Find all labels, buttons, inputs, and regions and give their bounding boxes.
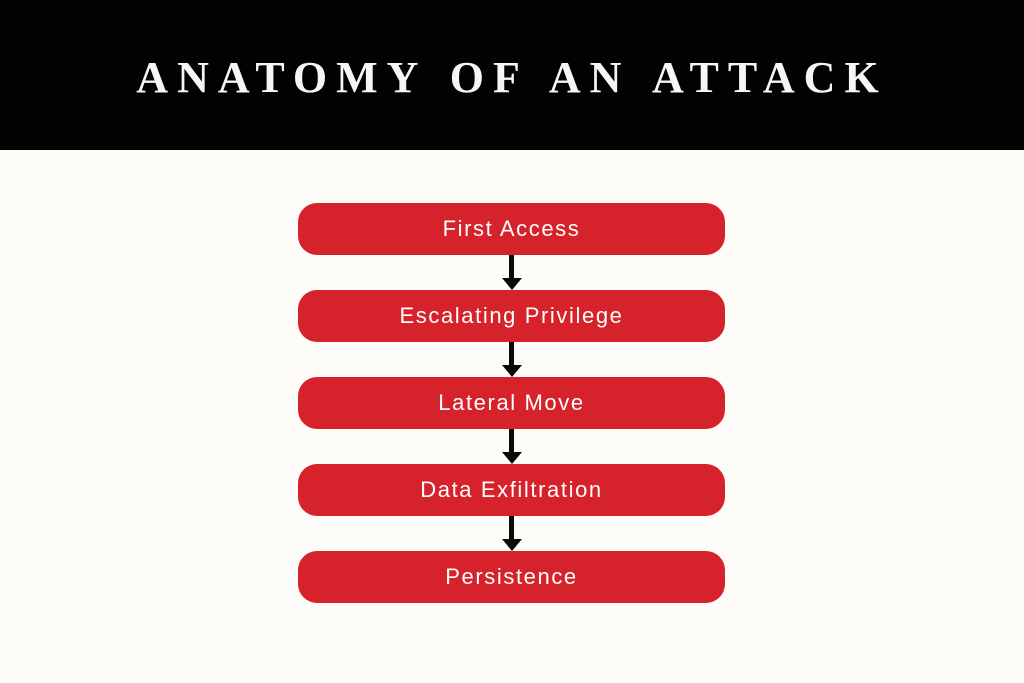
arrow-stem xyxy=(509,429,514,452)
flow-step-label: Data Exfiltration xyxy=(420,477,603,502)
down-arrow-icon xyxy=(501,516,522,551)
arrow-head xyxy=(501,452,522,464)
flow-step-persistence: Persistence xyxy=(298,551,725,603)
flow-step-escalating-privilege: Escalating Privilege xyxy=(298,290,725,342)
arrow-stem xyxy=(509,516,514,539)
slide-title: ANATOMY OF AN ATTACK xyxy=(136,52,888,102)
flow-step-label: Escalating Privilege xyxy=(399,303,624,328)
arrow-head xyxy=(501,278,522,290)
down-arrow-icon xyxy=(501,429,522,464)
down-arrow-icon xyxy=(501,342,522,377)
flow-step-first-access: First Access xyxy=(298,203,725,255)
flow-step-data-exfiltration: Data Exfiltration xyxy=(298,464,725,516)
arrow-stem xyxy=(509,255,514,278)
arrow-head xyxy=(501,365,522,377)
title-band: ANATOMY OF AN ATTACK xyxy=(0,0,1024,150)
flow-step-label: Persistence xyxy=(445,564,578,589)
flow-step-label: First Access xyxy=(442,216,581,241)
flow-step-label: Lateral Move xyxy=(438,390,585,415)
flow-step-lateral-move: Lateral Move xyxy=(298,377,725,429)
arrow-head xyxy=(501,539,522,551)
down-arrow-icon xyxy=(501,255,522,290)
arrow-stem xyxy=(509,342,514,365)
